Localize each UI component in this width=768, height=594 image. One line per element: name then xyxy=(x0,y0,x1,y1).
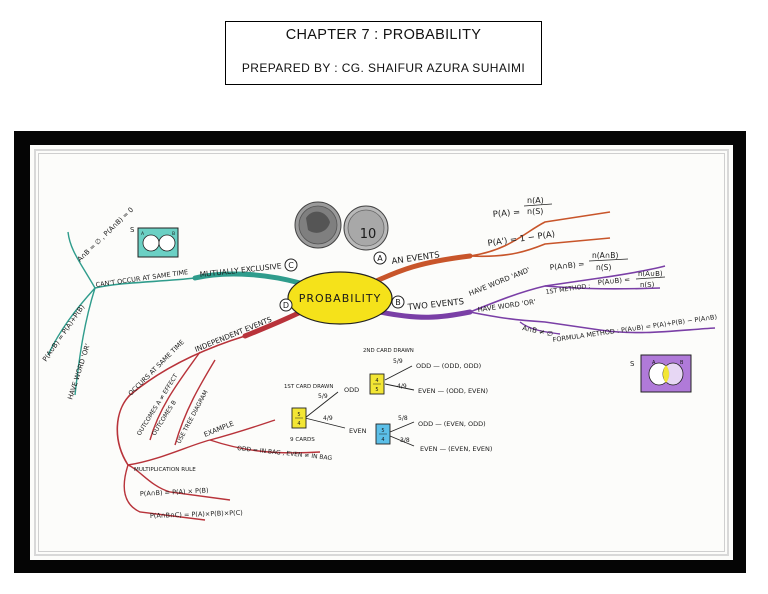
odd-even-prob: 4/9 xyxy=(397,383,407,390)
svg-text:4: 4 xyxy=(381,437,384,443)
coin-tails: 10 xyxy=(343,205,389,251)
even-even-outcome: EVEN — (EVEN, EVEN) xyxy=(420,445,492,453)
cant-occur-label: CAN'T OCCUR AT SAME TIME xyxy=(95,268,188,289)
marker-d: D xyxy=(279,298,293,312)
even-odd-prob: 5/8 xyxy=(398,415,408,422)
svg-text:n(A): n(A) xyxy=(527,196,544,205)
not-empty-intersection: A∩B ≠ ∅ xyxy=(522,324,554,338)
p-a-complement: P(A') = 1 − P(A) xyxy=(487,230,556,249)
nine-cards: 9 CARDS xyxy=(290,437,315,443)
center-node xyxy=(287,271,393,325)
svg-text:4: 4 xyxy=(375,378,378,384)
first-even: EVEN xyxy=(349,427,367,435)
first-card-drawn: 1ST CARD DRAWN xyxy=(284,384,333,390)
example-label: EXAMPLE xyxy=(203,420,235,439)
svg-text:5: 5 xyxy=(375,387,378,393)
multiplication-rule: MULTIPLICATION RULE xyxy=(134,467,196,473)
coin-heads xyxy=(294,201,342,249)
svg-text:n(A∩B): n(A∩B) xyxy=(592,251,618,260)
formula-method: FORMULA METHOD : P(A∪B) = P(A)+P(B) − P(… xyxy=(552,313,717,344)
svg-text:4: 4 xyxy=(297,421,300,427)
odd-odd-outcome: ODD — (ODD, ODD) xyxy=(416,362,481,370)
title-box: CHAPTER 7 : PROBABILITY PREPARED BY : CG… xyxy=(225,21,542,85)
svg-text:n(S): n(S) xyxy=(596,263,611,272)
rule-three-events: P(A∩B∩C) = P(A)×P(B)×P(C) xyxy=(150,509,243,520)
svg-text:D: D xyxy=(283,301,289,310)
svg-text:B: B xyxy=(172,231,175,237)
p-a-fraction: n(A) n(S) xyxy=(523,196,553,216)
mutually-exclusive-have-or: HAVE WORD 'OR' xyxy=(66,342,92,400)
odd-odd-prob: 5/9 xyxy=(393,358,403,365)
independent-events-label: INDEPENDENT EVENTS xyxy=(193,315,273,354)
p-odd-first: 5/9 xyxy=(318,393,328,400)
p-a-formula: P(A) = xyxy=(492,208,520,220)
rule-two-events: P(A∩B) = P(A) × P(B) xyxy=(140,486,209,498)
svg-text:B: B xyxy=(395,298,401,307)
svg-text:A: A xyxy=(377,254,383,263)
venn-diagram-mutually-exclusive: A B xyxy=(137,227,179,258)
odd-even-outcome: EVEN — (ODD, EVEN) xyxy=(418,387,488,395)
odd-even-note: ODD = IN BAG , EVEN ≠ IN BAG xyxy=(237,445,333,462)
center-label: PROBABILITY xyxy=(299,292,382,305)
svg-text:B: B xyxy=(680,360,684,366)
have-word-or: HAVE WORD 'OR' xyxy=(477,298,536,314)
even-odd-outcome: ODD — (EVEN, ODD) xyxy=(418,420,486,428)
svg-text:A: A xyxy=(652,360,656,366)
svg-text:n(S): n(S) xyxy=(527,207,543,216)
tree-diagram: 5 4 4 5 5 4 xyxy=(291,365,415,447)
first-method-fraction: n(A∪B) n(S) xyxy=(635,270,666,289)
svg-text:5: 5 xyxy=(297,412,300,418)
marker-b: B xyxy=(391,295,405,309)
p-even-first: 4/9 xyxy=(323,415,333,422)
prepared-by: PREPARED BY : CG. SHAIFUR AZURA SUHAIMI xyxy=(241,61,526,75)
venn-diagram-two-events: A B xyxy=(640,354,692,393)
svg-text:5: 5 xyxy=(381,428,384,434)
two-events-label: TWO EVENTS xyxy=(406,297,464,313)
venn-s-two-events: S xyxy=(630,360,635,368)
svg-text:n(A∪B): n(A∪B) xyxy=(638,270,663,278)
empty-intersection: A∩B = ∅ , P(A∩B) = 0 xyxy=(76,206,135,264)
marker-c: C xyxy=(284,258,298,272)
svg-text:A: A xyxy=(141,231,145,237)
paper-border xyxy=(38,153,725,552)
even-even-prob: 3/8 xyxy=(400,437,410,444)
occurs-same-time: OCCURS AT SAME TIME xyxy=(127,338,186,397)
svg-text:n(S): n(S) xyxy=(640,281,655,289)
chapter-title: CHAPTER 7 : PROBABILITY xyxy=(285,27,482,43)
second-card-drawn: 2ND CARD DRAWN xyxy=(363,348,414,354)
venn-s-mutually-exclusive: S xyxy=(130,226,135,234)
first-method-union: P(A∪B) = xyxy=(597,276,630,287)
branch-an-events xyxy=(369,211,611,286)
coin-number: 10 xyxy=(360,227,377,242)
marker-a: A xyxy=(373,251,387,265)
first-odd: ODD xyxy=(344,386,359,394)
svg-text:C: C xyxy=(288,261,294,270)
branch-two-events xyxy=(377,265,716,335)
branch-mutually-exclusive xyxy=(47,231,303,396)
p-and-formula: P(A∩B) = xyxy=(549,259,585,272)
p-and-fraction: n(A∩B) n(S) xyxy=(588,251,629,272)
